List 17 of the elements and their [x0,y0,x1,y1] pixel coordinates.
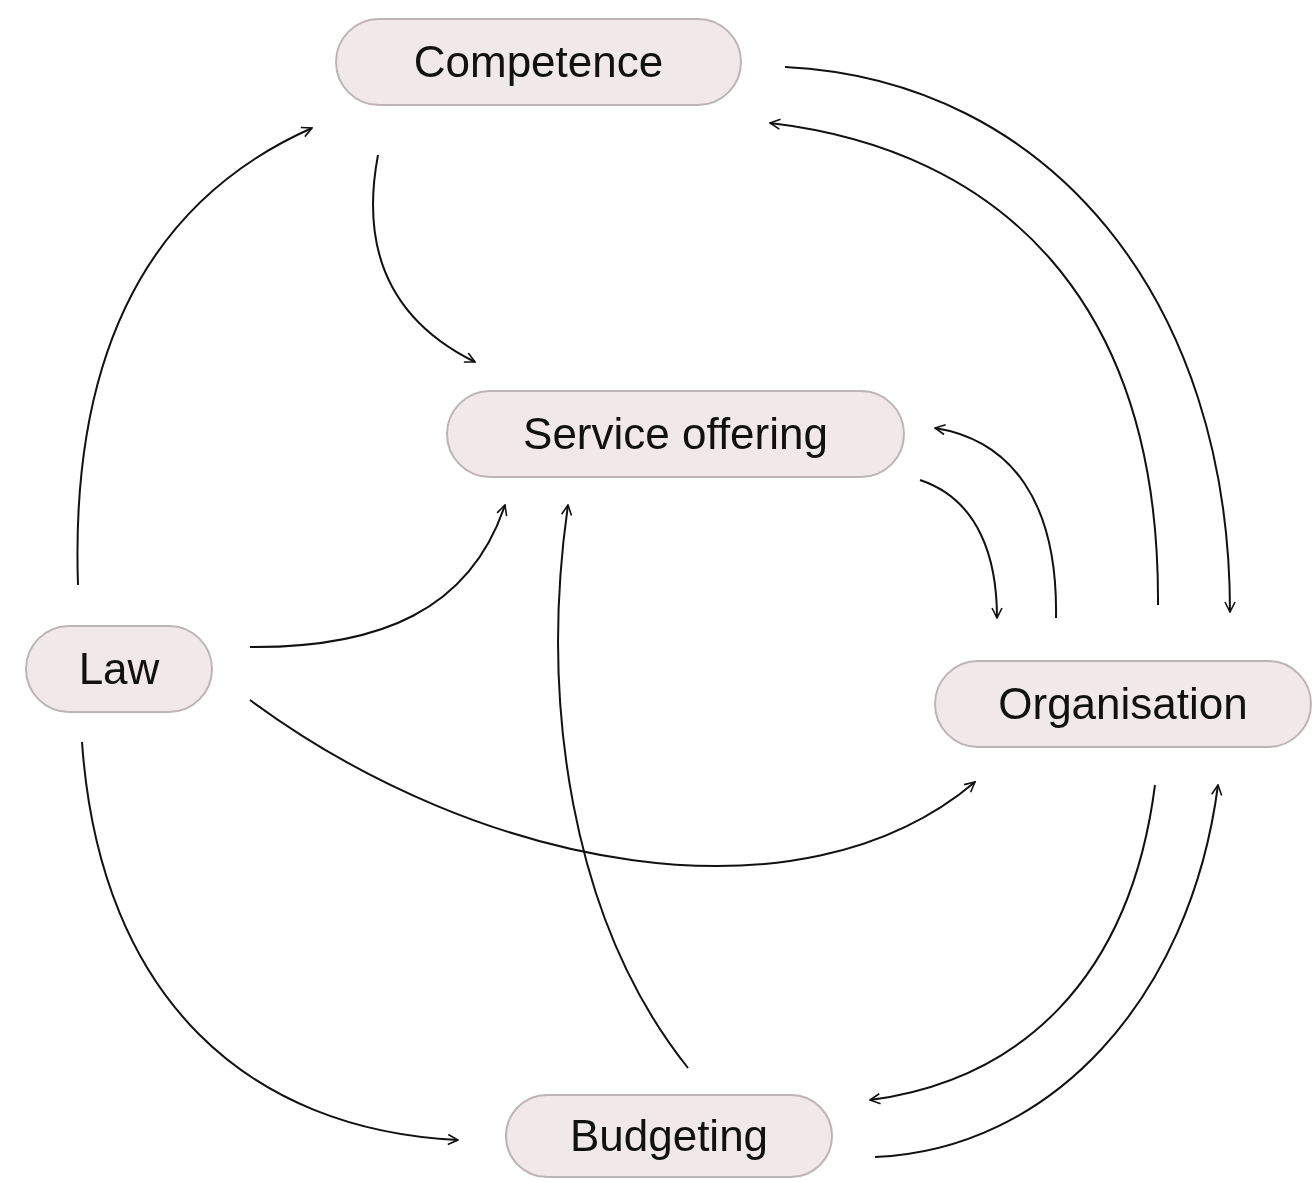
arrow [76,127,313,586]
arrow [249,504,507,648]
node-label: Law [78,644,160,694]
arrow [869,784,1156,1104]
node-label: Service offering [523,409,828,459]
arrow [769,118,1159,606]
arrow [372,154,476,363]
arrow [784,66,1236,613]
arrow [249,699,976,867]
node-label: Budgeting [569,1111,769,1161]
arrow [557,504,689,1069]
node-label: Organisation [998,679,1248,729]
node-label: Competence [413,37,664,87]
arrow [874,784,1222,1158]
arrow [934,424,1057,619]
arrow [81,741,459,1145]
arrow [919,479,1003,619]
